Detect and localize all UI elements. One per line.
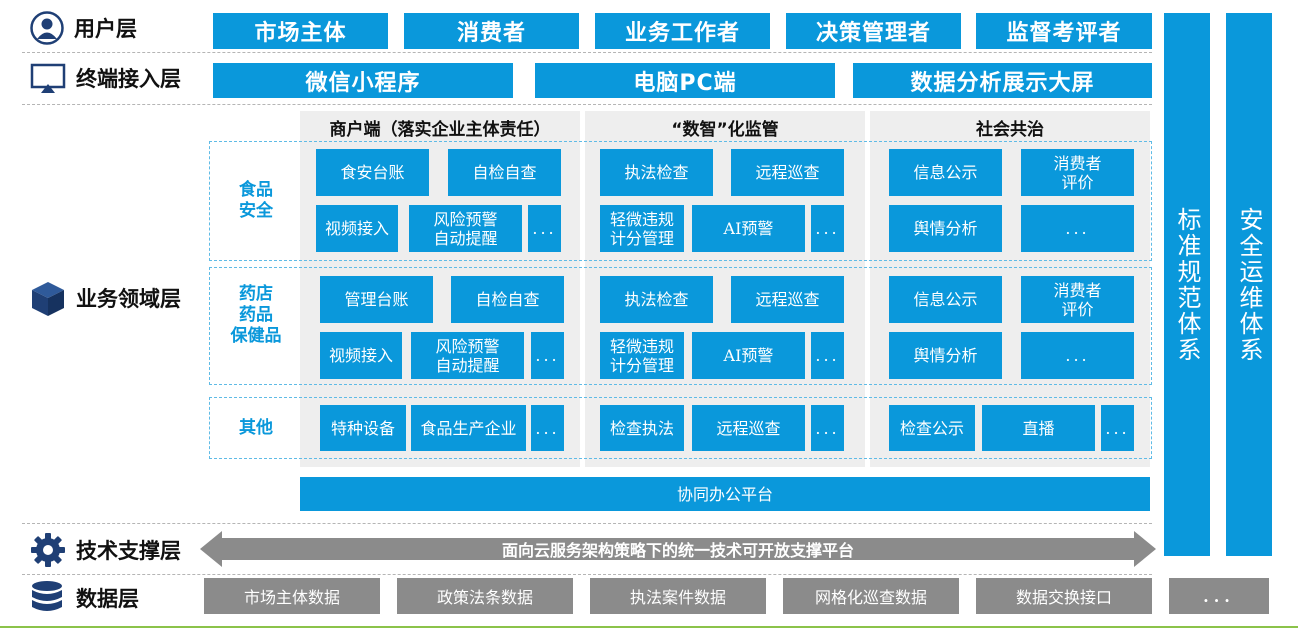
tech-bar-label: 面向云服务架构策略下的统一技术可开放支撑平台 <box>501 541 854 560</box>
feature-cell: 特种设备 <box>320 405 406 451</box>
feature-cell: 食安台账 <box>316 149 429 196</box>
feature-cell: AI预警 <box>692 205 805 252</box>
feature-cell: 执法检查 <box>600 149 713 196</box>
feature-cell: 远程巡查 <box>692 405 805 451</box>
ellipsis-cell: ... <box>811 332 844 379</box>
layer-business-label: 业务领域层 <box>76 287 181 311</box>
separator <box>22 52 1152 53</box>
data-item: 政策法条数据 <box>397 578 573 614</box>
tech-arrow <box>200 531 1156 567</box>
feature-cell: 消费者 评价 <box>1021 149 1134 196</box>
terminal-item: 数据分析展示大屏 <box>853 63 1152 98</box>
layer-terminal: 终端接入层 <box>30 60 210 98</box>
cube-icon <box>32 282 64 316</box>
security-bar: 安全运维体系 <box>1226 13 1272 556</box>
feature-cell: 舆情分析 <box>889 205 1002 252</box>
ellipsis-cell: ... <box>1021 205 1134 252</box>
separator <box>22 104 1152 105</box>
terminal-item: 电脑PC端 <box>535 63 835 98</box>
separator <box>22 574 1152 575</box>
layer-user-label: 用户层 <box>74 17 137 41</box>
layer-tech: 技术支撑层 <box>30 530 210 570</box>
column-title-regulation: “数智”化监管 <box>671 119 779 140</box>
layer-terminal-label: 终端接入层 <box>76 67 181 91</box>
data-item: 网格化巡查数据 <box>783 578 959 614</box>
domain-box-pharmacy <box>209 267 1152 385</box>
ellipsis-cell: ... <box>811 205 844 252</box>
layer-data-label: 数据层 <box>76 587 139 611</box>
domain-label-other: 其他 <box>239 418 273 438</box>
domain-box-other <box>209 397 1152 459</box>
feature-cell: 管理台账 <box>320 276 433 323</box>
terminal-item: 微信小程序 <box>213 63 513 98</box>
data-item-ellipsis: ... <box>1169 578 1269 614</box>
user-item: 监督考评者 <box>976 13 1152 49</box>
feature-cell: 风险预警 自动提醒 <box>411 332 524 379</box>
ellipsis-cell: ... <box>528 205 561 252</box>
column-title-social: 社会共治 <box>976 119 1044 140</box>
user-item: 消费者 <box>404 13 579 49</box>
ellipsis-cell: ... <box>531 332 564 379</box>
domain-label-pharmacy: 药店 药品 保健品 <box>230 284 282 346</box>
security-label: 安全运维体系 <box>1235 206 1263 363</box>
user-item: 业务工作者 <box>595 13 770 49</box>
monitor-icon <box>30 63 66 93</box>
gear-icon <box>31 533 65 567</box>
domain-box-food <box>209 141 1152 261</box>
feature-cell: 检查执法 <box>600 405 684 451</box>
feature-cell: 轻微违规 计分管理 <box>600 332 684 379</box>
standards-label: 标准规范体系 <box>1173 206 1201 363</box>
layer-tech-label: 技术支撑层 <box>76 539 181 563</box>
data-item: 执法案件数据 <box>590 578 766 614</box>
feature-cell: 风险预警 自动提醒 <box>409 205 522 252</box>
feature-cell: 消费者 评价 <box>1021 276 1134 323</box>
data-item: 数据交换接口 <box>976 578 1152 614</box>
feature-cell: 直播 <box>982 405 1095 451</box>
feature-cell: 轻微违规 计分管理 <box>600 205 684 252</box>
standards-bar: 标准规范体系 <box>1164 13 1210 556</box>
ellipsis-cell: ... <box>1101 405 1134 451</box>
feature-cell: 舆情分析 <box>889 332 1002 379</box>
feature-cell: 信息公示 <box>889 276 1002 323</box>
feature-cell: 检查公示 <box>889 405 975 451</box>
domain-label-food: 食品 安全 <box>239 180 273 221</box>
feature-cell: 视频接入 <box>316 205 398 252</box>
feature-cell: 远程巡查 <box>731 149 844 196</box>
feature-cell: 食品生产企业 <box>411 405 526 451</box>
layer-data: 数据层 <box>30 578 210 620</box>
database-icon <box>32 581 62 611</box>
feature-cell: 视频接入 <box>320 332 402 379</box>
feature-cell: 自检自查 <box>451 276 564 323</box>
user-item: 决策管理者 <box>786 13 961 49</box>
office-platform-bar: 协同办公平台 <box>300 477 1150 511</box>
layer-user: 用户层 <box>30 10 210 48</box>
feature-cell: 执法检查 <box>600 276 713 323</box>
ellipsis-cell: ... <box>531 405 564 451</box>
user-icon <box>30 11 64 45</box>
feature-cell: 自检自查 <box>448 149 561 196</box>
column-title-merchant: 商户端（落实企业主体责任） <box>329 119 551 140</box>
layer-business: 业务领域层 <box>30 278 210 320</box>
data-item: 市场主体数据 <box>204 578 380 614</box>
feature-cell: 信息公示 <box>889 149 1002 196</box>
user-item: 市场主体 <box>213 13 388 49</box>
separator <box>22 523 1152 524</box>
ellipsis-cell: ... <box>1021 332 1134 379</box>
bottom-line <box>0 626 1298 628</box>
feature-cell: AI预警 <box>692 332 805 379</box>
ellipsis-cell: ... <box>811 405 844 451</box>
feature-cell: 远程巡查 <box>731 276 844 323</box>
